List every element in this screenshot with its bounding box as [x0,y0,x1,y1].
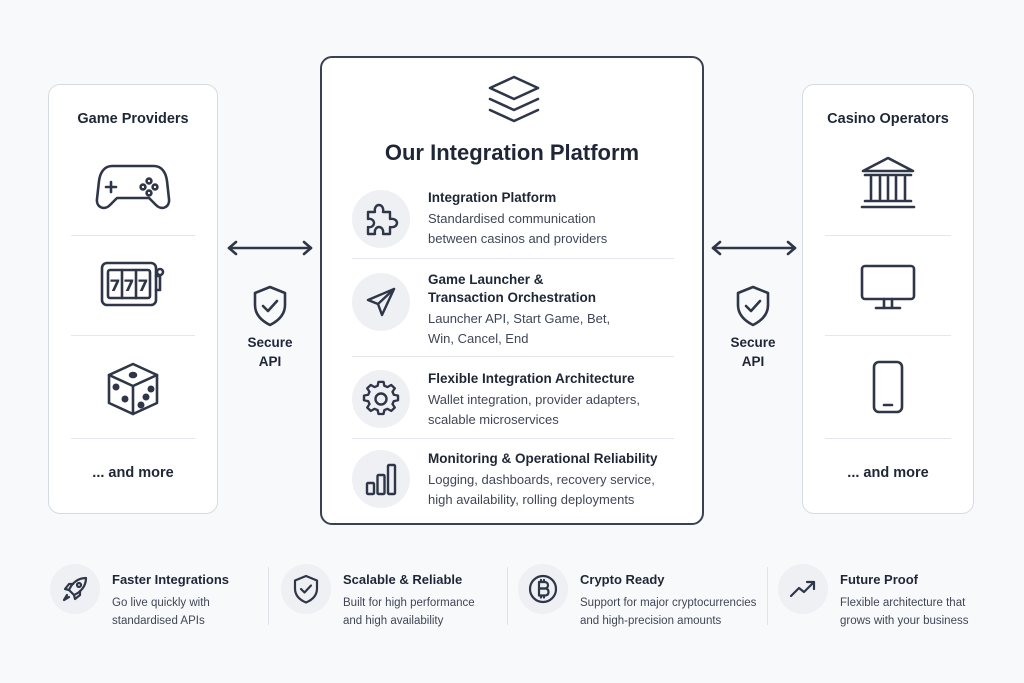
trend-up-icon [778,564,828,614]
benefit-desc-line: Go live quickly with [112,597,210,609]
gamepad-icon [49,161,217,213]
casino-operators-panel: Casino Operators ... and more [802,84,974,514]
benefit-desc: Built for high performance and high avai… [343,594,523,630]
slot-digit: 7 [137,276,148,295]
bar-chart-icon [352,450,410,508]
more-providers-label: ... and more [92,465,174,481]
divider [71,438,195,439]
feature-title: Integration Platform [428,190,557,205]
bitcoin-icon [518,564,568,614]
feature-desc-line: Launcher API, Start Game, Bet, [428,311,611,326]
benefit-title: Future Proof [840,572,918,587]
feature-desc-line: Logging, dashboards, recovery service, [428,472,655,487]
separator [767,567,768,625]
feature-desc-line: between casinos and providers [428,231,608,246]
feature-desc-line: scalable microservices [428,412,559,427]
benefit-desc-line: Support for major cryptocurrencies [580,597,757,609]
benefit-desc-line: Flexible architecture that [840,597,966,609]
benefit-desc-line: and high-precision amounts [580,615,722,627]
feature-desc-line: Wallet integration, provider adapters, [428,392,640,407]
feature-integration-platform: Integration Platform Standardised commun… [352,189,674,253]
benefit-crypto-ready: Crypto Ready Support for major cryptocur… [518,562,762,632]
benefit-desc: Go live quickly with standardised APIs [112,594,292,630]
benefit-title: Faster Integrations [112,572,230,587]
smartphone-icon [803,359,973,415]
benefit-desc-line: grows with your business [840,615,969,627]
game-providers-panel: Game Providers 7 7 7 ... and mor [48,84,218,514]
bidirectional-arrow-icon [710,240,798,261]
feature-flexible-architecture: Flexible Integration Architecture Wallet… [352,370,674,434]
divider [71,335,195,336]
gear-icon [352,370,410,428]
more-operators-label: ... and more [847,465,929,481]
layers-icon [486,74,542,131]
separator [268,567,269,625]
rocket-icon [50,564,100,614]
benefit-scalable-reliable: Scalable & Reliable Built for high perfo… [281,562,501,632]
feature-desc-line: high availability, rolling deployments [428,492,635,507]
monitor-icon [803,263,973,311]
secure-label: Secure [730,335,776,350]
secure-label: Secure [247,335,293,350]
benefit-title: Scalable & Reliable [343,572,463,587]
slot-digit: 7 [123,276,134,295]
divider [825,235,951,236]
benefit-desc-line: and high availability [343,615,444,627]
benefit-desc: Flexible architecture that grows with yo… [840,594,1000,630]
divider [352,438,674,439]
bidirectional-arrow-icon [226,240,314,261]
paper-plane-icon [352,273,410,331]
separator [507,567,508,625]
feature-monitoring: Monitoring & Operational Reliability Log… [352,450,674,514]
dice-icon [49,361,217,417]
divider [352,356,674,357]
shield-check-icon [252,285,288,332]
benefit-desc-line: standardised APIs [112,615,205,627]
divider [825,438,951,439]
bank-building-icon [803,155,973,211]
benefit-desc-line: Built for high performance [343,597,475,609]
integration-platform-panel: Our Integration Platform Integration Pla… [320,56,704,525]
feature-desc-line: Win, Cancel, End [428,331,529,346]
secure-api-label: Secure API [718,333,788,371]
divider [352,258,674,259]
casino-operators-title: Casino Operators [827,111,949,127]
feature-title-line: Transaction Orchestration [428,290,597,305]
shield-check-icon [735,285,771,332]
benefit-desc: Support for major cryptocurrencies and h… [580,594,770,630]
divider [71,235,195,236]
shield-check-icon [281,564,331,614]
puzzle-icon [352,190,410,248]
feature-title: Monitoring & Operational Reliability [428,451,658,466]
benefit-faster-integrations: Faster Integrations Go live quickly with… [50,562,262,632]
feature-desc-line: Standardised communication [428,211,596,226]
feature-game-launcher: Game Launcher & Transaction Orchestratio… [352,271,674,351]
api-label: API [258,354,282,369]
game-providers-title: Game Providers [77,111,189,127]
slot-digit: 7 [109,276,120,295]
feature-title-line: Game Launcher & [428,272,544,287]
feature-title: Flexible Integration Architecture [428,371,635,386]
secure-api-label: Secure API [235,333,305,371]
platform-title: Our Integration Platform [384,140,640,165]
divider [825,335,951,336]
benefit-title: Crypto Ready [580,572,665,587]
api-label: API [741,354,765,369]
benefit-future-proof: Future Proof Flexible architecture that … [778,562,998,632]
slot-machine-icon: 7 7 7 [49,260,217,308]
